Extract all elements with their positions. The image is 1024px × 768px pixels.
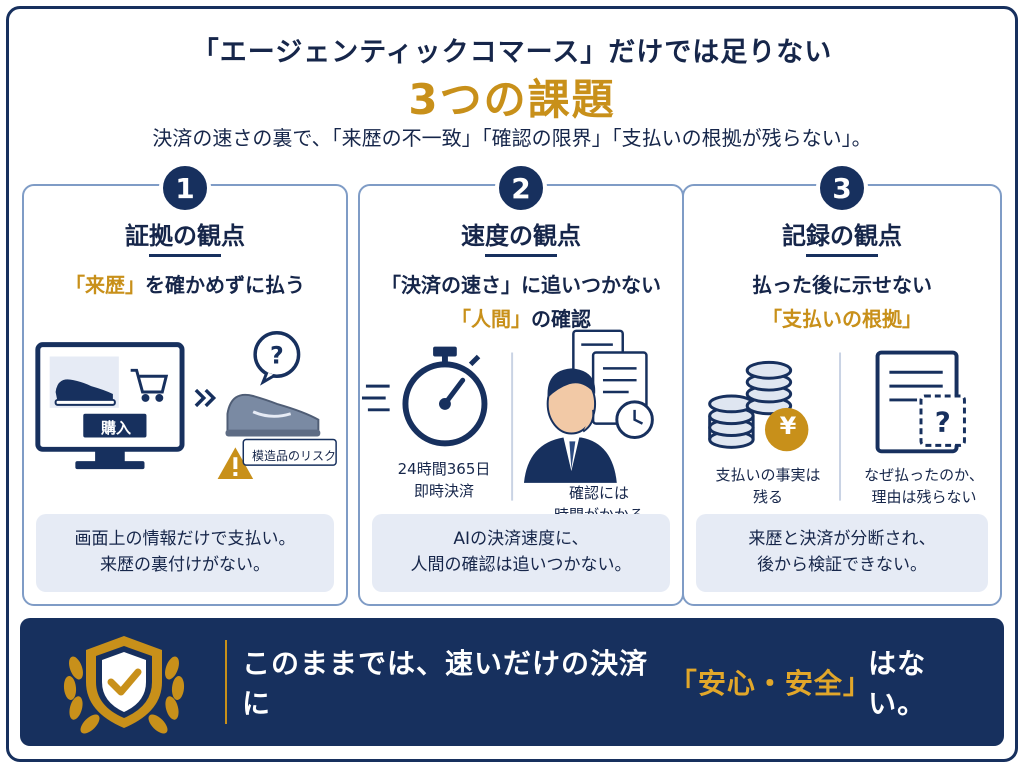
number-badge: 3	[816, 162, 868, 214]
warning-icon	[217, 447, 254, 479]
summary-line: 人間の確認は追いつかない。	[410, 555, 632, 575]
conclusion-banner: このままでは、速いだけの決済に「安心・安全」はない。	[20, 618, 1004, 746]
question-bubble-icon: ?	[253, 331, 301, 386]
summary-line: 来歴の裏付けがない。	[100, 555, 270, 575]
heading-underline	[149, 254, 221, 257]
subheading-highlight: 「支払いの根拠」	[762, 307, 922, 331]
banner-text-after: はない。	[868, 647, 927, 720]
caption-right: なぜ払ったのか、 理由は残らない	[848, 464, 1000, 508]
card-heading: 証拠の観点	[125, 222, 245, 250]
summary-line: 来歴と決済が分断され、	[748, 529, 936, 549]
card-record: 3 記録の観点 払った後に示せない 「支払いの根拠」	[682, 162, 1002, 606]
heading-underline	[806, 254, 878, 257]
caption-line: 確認には	[568, 484, 629, 502]
shield-check-icon	[63, 636, 185, 734]
subheading-line: 払った後に示せない	[752, 273, 932, 297]
subheading-text: の確認	[531, 307, 591, 331]
caption-left: 24時間365日 即時決済	[374, 458, 514, 502]
caption-line: 残る	[752, 488, 783, 506]
yen-symbol: ¥	[779, 412, 797, 440]
banner-highlight: 「安心・安全」	[668, 667, 872, 700]
page-title: 「エージェンティックコマース」だけでは足りない	[191, 37, 833, 68]
card-illustration: ?	[35, 331, 337, 479]
subheading-text: を確かめずに払う	[145, 273, 305, 297]
number-badge: 2	[495, 162, 547, 214]
card-subheading: 「来歴」を確かめずに払う	[24, 268, 346, 302]
banner-message: このままでは、速いだけの決済に「安心・安全」はない。	[242, 618, 982, 746]
card-speed: 2 速度の観点 「決済の速さ」に追いつかない 「人間」の確認	[358, 162, 684, 606]
cart-icon	[130, 368, 169, 402]
page-lead: 決済の速さの裏で、「来歴の不一致」「確認の限界」「支払いの根拠が残らない」。	[152, 126, 872, 150]
chevrons-icon	[194, 388, 217, 408]
coin-stack-icon	[708, 360, 793, 449]
caption-line: 即時決済	[413, 482, 474, 500]
card-heading: 記録の観点	[782, 222, 902, 250]
risk-label: 模造品のリスク	[251, 449, 336, 463]
caption-line: 支払いの事実は	[715, 466, 821, 484]
caption-line: 理由は残らない	[871, 488, 977, 506]
summary-line: 画面上の情報だけで支払い。	[74, 529, 296, 549]
card-heading: 速度の観点	[461, 222, 581, 250]
card-subheading: 払った後に示せない 「支払いの根拠」	[684, 268, 1000, 336]
buy-label: 購入	[100, 419, 131, 437]
card-summary: 来歴と決済が分断され、 後から検証できない。	[696, 514, 988, 592]
subheading-highlight: 「来歴」	[65, 273, 145, 297]
monitor-icon	[35, 342, 185, 470]
svg-text:?: ?	[270, 341, 284, 369]
summary-line: AIの決済速度に、	[453, 529, 589, 549]
card-illustration: ?	[708, 350, 966, 501]
document-question-icon: ?	[875, 350, 966, 454]
businessman-icon	[523, 368, 617, 483]
summary-line: 後から検証できない。	[757, 555, 927, 575]
card-illustration	[361, 329, 654, 501]
card-evidence: 1 証拠の観点 「来歴」を確かめずに払う	[22, 162, 348, 606]
stopwatch-icon	[361, 346, 488, 447]
number-badge: 1	[159, 162, 211, 214]
yen-coin-icon	[764, 407, 809, 452]
card-subheading: 「決済の速さ」に追いつかない 「人間」の確認	[360, 268, 682, 336]
banner-text-before: このままでは、速いだけの決済に	[242, 647, 649, 720]
subheading-line: 「決済の速さ」に追いつかない	[381, 273, 661, 297]
heading-underline	[485, 254, 557, 257]
clock-icon	[615, 400, 654, 439]
caption-line: なぜ払ったのか、	[864, 466, 984, 484]
subheading-highlight: 「人間」	[451, 307, 531, 331]
caption-line: 24時間365日	[397, 460, 491, 478]
svg-text:?: ?	[935, 406, 951, 439]
page-headline: 3つの課題	[408, 75, 616, 124]
card-summary: 画面上の情報だけで支払い。 来歴の裏付けがない。	[36, 514, 334, 592]
counterfeit-shoe-icon	[225, 393, 321, 437]
caption-left: 支払いの事実は 残る	[694, 464, 842, 508]
card-summary: AIの決済速度に、 人間の確認は追いつかない。	[372, 514, 670, 592]
banner-divider	[225, 640, 227, 724]
